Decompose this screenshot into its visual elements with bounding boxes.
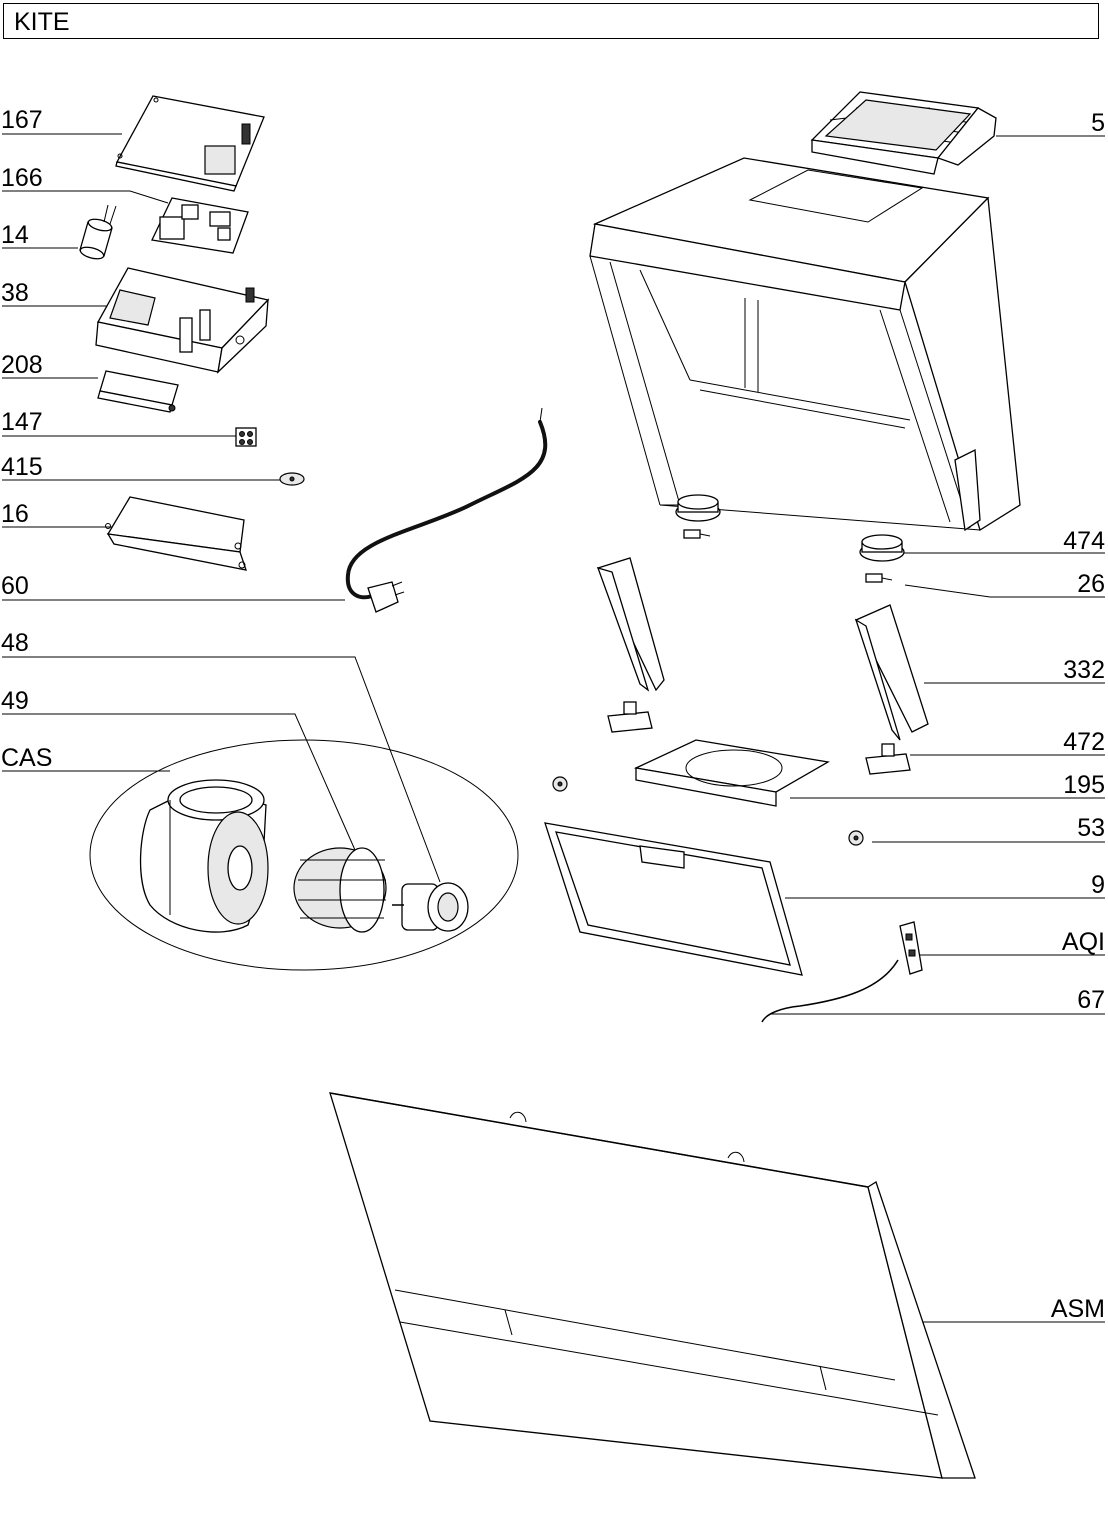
part-167-control-board (115, 95, 265, 192)
label-332: 332 (1063, 656, 1105, 684)
part-208-driver-unit (97, 370, 179, 413)
label-14: 14 (1, 221, 29, 249)
label-38: 38 (1, 279, 29, 307)
part-332-side-channels (596, 557, 929, 741)
leader-lines-left (2, 133, 441, 883)
diagram-title: KITE (14, 8, 70, 36)
label-208: 208 (1, 351, 43, 379)
label-474: 474 (1063, 527, 1105, 555)
label-9: 9 (1091, 871, 1105, 899)
part-60-power-cable (345, 407, 548, 613)
part-474-damper-valves (675, 494, 905, 562)
label-472: 472 (1063, 728, 1105, 756)
label-48: 48 (1, 629, 29, 657)
part-14-capacitor (79, 204, 117, 260)
label-cas: CAS (1, 744, 53, 772)
label-asm: ASM (1050, 1295, 1105, 1323)
label-166: 166 (1, 164, 43, 192)
part-195-motor-frame (633, 739, 830, 807)
label-5: 5 (1091, 109, 1105, 137)
part-16-box-cover (105, 496, 247, 571)
label-26: 26 (1077, 570, 1105, 598)
leader-lines-right (770, 135, 1105, 1323)
part-166-relay-board (151, 197, 249, 254)
label-67: 67 (1077, 986, 1105, 1014)
label-16: 16 (1, 500, 29, 528)
label-195: 195 (1063, 771, 1105, 799)
part-aqi-sensor (899, 921, 923, 975)
part-9-grease-filter (544, 822, 803, 976)
label-167: 167 (1, 106, 43, 134)
part-5-charcoal-filter (810, 91, 997, 175)
part-67-sensor-cable (761, 959, 899, 1023)
part-26-clips (683, 529, 893, 583)
label-60: 60 (1, 572, 29, 600)
part-415-cable-clamp (279, 472, 305, 486)
label-147: 147 (1, 408, 43, 436)
part-cas-blower-assembly (89, 739, 519, 971)
label-aqi: AQI (1061, 928, 1105, 956)
label-415: 415 (1, 453, 43, 481)
part-472-brackets (607, 701, 911, 775)
part-53-bushings (552, 776, 864, 846)
part-asm-glass-panel (329, 1092, 976, 1479)
label-49: 49 (1, 687, 29, 715)
part-hood-frame (589, 157, 1021, 532)
part-147-terminal-block (235, 427, 257, 447)
part-38-electrical-box (95, 267, 270, 374)
label-53: 53 (1077, 814, 1105, 842)
diagram-title-box: KITE (3, 3, 1099, 39)
